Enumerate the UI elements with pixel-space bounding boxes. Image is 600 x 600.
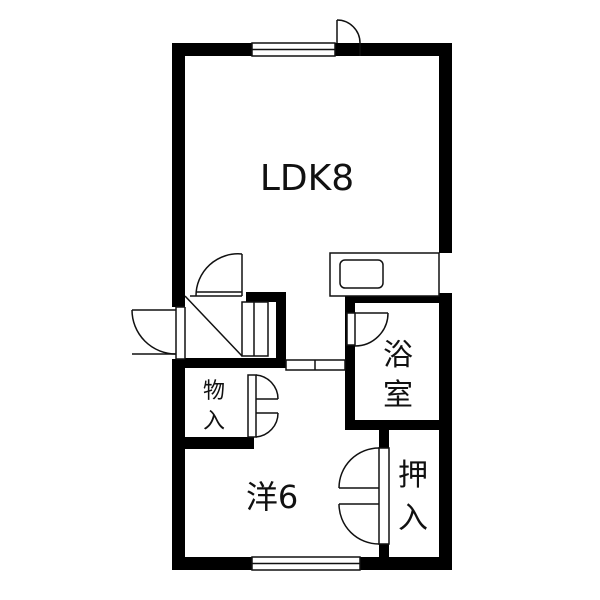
wall-top-right [335, 43, 452, 56]
windows [251, 42, 361, 571]
wall-entrance-top [246, 292, 286, 302]
kitchen [329, 252, 440, 297]
wall-right-lower [439, 296, 452, 570]
wall-storage-bottom [172, 437, 254, 449]
closet-doors [338, 447, 390, 545]
wall-top-left [172, 43, 252, 56]
wall-entrance-bottom [185, 358, 286, 368]
entrance-door [131, 306, 186, 360]
bath-door [346, 312, 389, 347]
wall-bottom-left [172, 557, 252, 570]
storage-doors [247, 374, 279, 438]
bath-label-line1: 浴 [383, 338, 413, 373]
storage-label-line2: 入 [203, 409, 225, 434]
wall-left-lower [172, 359, 185, 569]
bath-label-line2: 室 [383, 378, 413, 413]
kitchen-sink [339, 259, 384, 289]
closet-label-line2: 入 [398, 501, 428, 536]
closet-label-line1: 押 [398, 458, 428, 493]
wall-bath-bottom [345, 420, 452, 430]
wall-entrance-right [276, 292, 286, 368]
western-room-label: 洋6 [246, 478, 298, 516]
wall-bath-left [345, 296, 355, 426]
room-labels: LDK8 洋6 浴 室 物 入 押 入 [203, 158, 428, 536]
balcony-door [336, 19, 361, 56]
shoe-box [241, 301, 269, 357]
storage-label-line1: 物 [203, 379, 225, 404]
wall-right-upper [439, 43, 452, 253]
wall-left-upper [172, 43, 185, 307]
hall-door [184, 253, 269, 357]
ldk-label: LDK8 [260, 158, 354, 199]
wall-bottom-right [360, 557, 452, 570]
corridor-door [285, 359, 346, 371]
wall-bath-top [345, 293, 452, 303]
